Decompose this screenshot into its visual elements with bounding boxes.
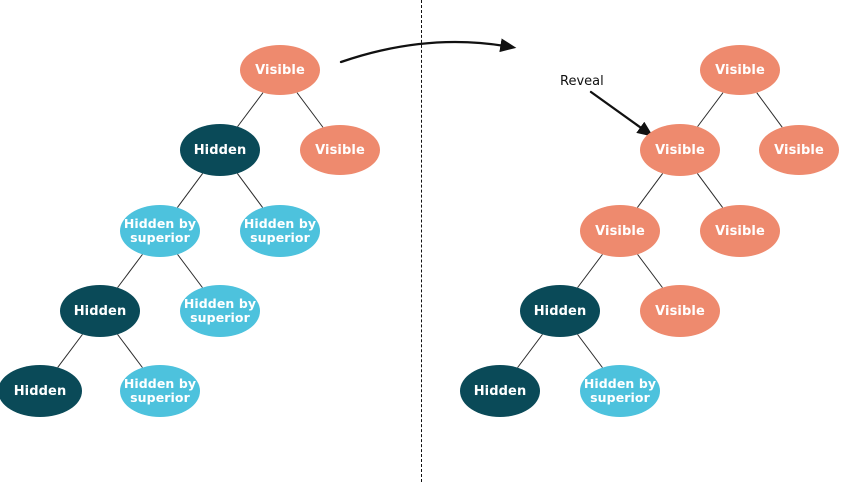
tree-node-hidden[interactable]: Hidden xyxy=(0,365,82,417)
tree-edge xyxy=(517,334,543,368)
tree-edge xyxy=(636,173,664,208)
tree-edge xyxy=(236,173,264,208)
tree-node-label: Hidden xyxy=(473,383,527,399)
tree-node-hidden[interactable]: Hidden xyxy=(460,365,540,417)
tree-node-hidden[interactable]: Hidden xyxy=(180,124,260,176)
tree-edge xyxy=(637,254,663,288)
tree-node-visible[interactable]: Visible xyxy=(759,125,839,175)
tree-node-label: Hidden xyxy=(13,383,67,399)
tree-node-visible[interactable]: Visible xyxy=(640,124,720,176)
tree-edge xyxy=(577,254,603,288)
tree-node-label: Visible xyxy=(655,303,705,319)
tree-edge xyxy=(177,254,203,288)
panel-divider xyxy=(421,0,422,482)
reveal-arrow-icon xyxy=(589,90,654,137)
tree-node-visible[interactable]: Visible xyxy=(640,285,720,337)
tree-edge xyxy=(296,92,324,128)
tree-node-hidden[interactable]: Hidden xyxy=(520,285,600,337)
tree-edge xyxy=(697,92,724,127)
tree-node-visible[interactable]: Visible xyxy=(580,205,660,257)
tree-node-label: Visible xyxy=(595,223,645,239)
tree-node-label: Hidden xyxy=(193,142,247,158)
tree-node-visible[interactable]: Visible xyxy=(240,45,320,95)
tree-node-visible[interactable]: Visible xyxy=(300,125,380,175)
reveal-annotation-label: Reveal xyxy=(560,74,604,89)
tree-node-label: Hidden xyxy=(73,303,127,319)
tree-node-label: Visible xyxy=(315,142,365,158)
tree-edge xyxy=(696,173,724,208)
tree-edge xyxy=(57,334,83,368)
tree-node-label: Visible xyxy=(774,142,824,158)
tree-edge xyxy=(117,334,143,368)
tree-edge xyxy=(577,334,603,368)
tree-edge xyxy=(237,92,264,127)
tree-node-label: Visible xyxy=(715,223,765,239)
tree-edge xyxy=(176,173,204,208)
tree-node-label: Visible xyxy=(655,142,705,158)
tree-edge xyxy=(756,92,783,128)
tree-node-hidden[interactable]: Hidden xyxy=(60,285,140,337)
tree-edge xyxy=(117,254,143,288)
tree-node-label: Visible xyxy=(715,62,765,78)
tree-node-visible[interactable]: Visible xyxy=(700,45,780,95)
tree-node-visible[interactable]: Visible xyxy=(700,205,780,257)
transition-arrow-icon xyxy=(339,38,517,64)
tree-node-label: Hidden xyxy=(533,303,587,319)
tree-node-label: Visible xyxy=(255,62,305,78)
